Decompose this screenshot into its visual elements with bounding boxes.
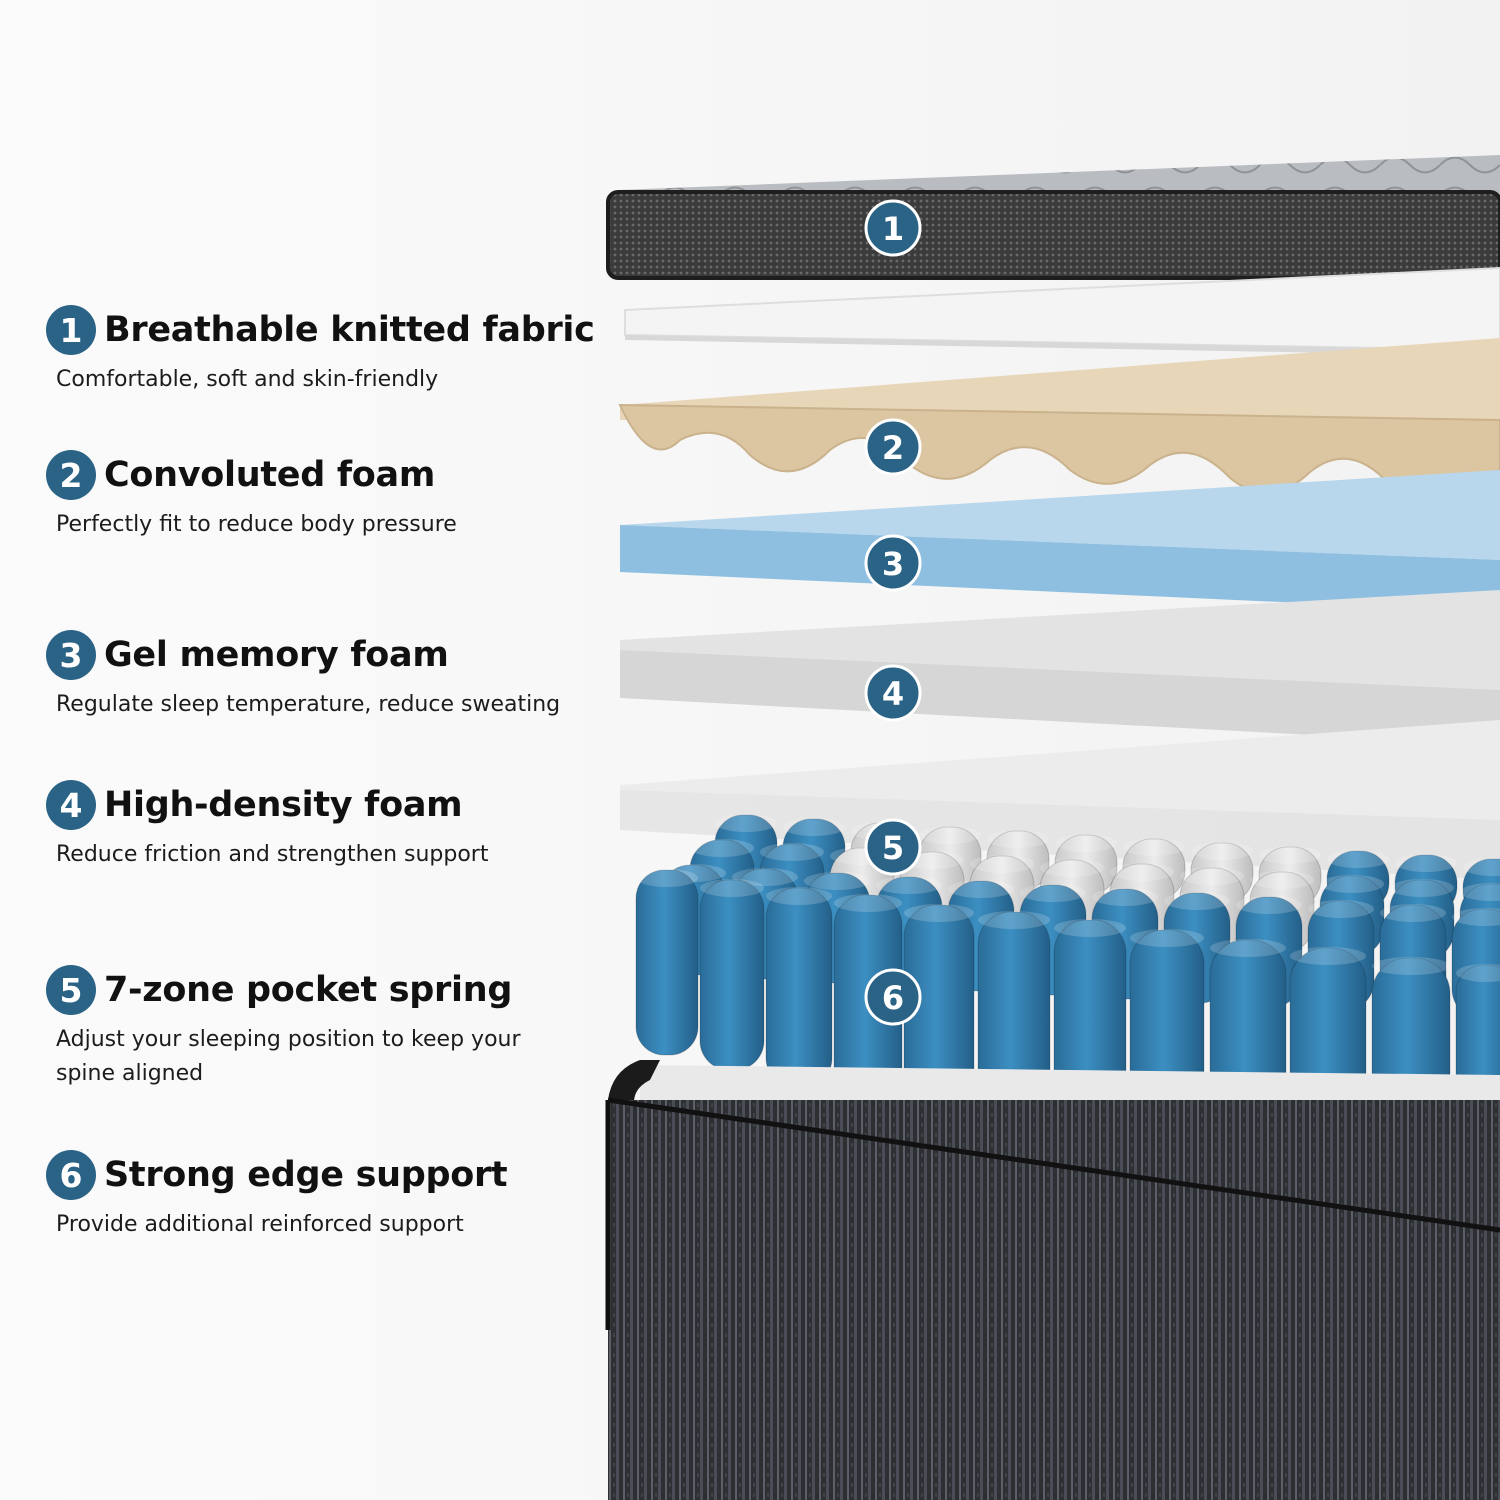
- layer-marker-2: 2: [864, 418, 922, 476]
- layer-marker-5: 5: [864, 818, 922, 876]
- layer-marker-3: 3: [864, 534, 922, 592]
- layer-marker-4: 4: [864, 664, 922, 722]
- number-badge: 1: [46, 305, 96, 355]
- layer-marker-1: 1: [864, 199, 922, 257]
- layer-white-sheet: [624, 266, 1500, 356]
- feature-title: Breathable knitted fabric: [104, 310, 595, 350]
- feature-gel-memory-foam: 3 Gel memory foam Regulate sleep tempera…: [46, 630, 606, 722]
- feature-title: High-density foam: [104, 785, 463, 825]
- number-badge: 6: [46, 1150, 96, 1200]
- feature-description: Reduce friction and strengthen support: [56, 842, 489, 867]
- svg-text:5: 5: [882, 829, 904, 867]
- number-badge: 5: [46, 965, 96, 1015]
- layer-marker-6: 6: [864, 968, 922, 1026]
- svg-text:6: 6: [882, 979, 904, 1017]
- feature-convoluted-foam: 2 Convoluted foam Perfectly fit to reduc…: [46, 450, 606, 542]
- number-badge: 3: [46, 630, 96, 680]
- pocket-spring-coil: [699, 879, 765, 1071]
- feature-high-density-foam: 4 High-density foam Reduce friction and …: [46, 780, 606, 872]
- feature-title: Gel memory foam: [104, 635, 449, 675]
- feature-description: Adjust your sleeping position to keep yo…: [56, 1027, 521, 1086]
- svg-text:4: 4: [882, 675, 904, 713]
- svg-text:1: 1: [882, 210, 904, 248]
- feature-description: Regulate sleep temperature, reduce sweat…: [56, 692, 561, 717]
- pocket-spring-coil: [635, 869, 699, 1056]
- feature-pocket-spring: 5 7-zone pocket spring Adjust your sleep…: [46, 965, 606, 1091]
- feature-title: Strong edge support: [104, 1155, 508, 1195]
- feature-title: Convoluted foam: [104, 455, 435, 495]
- svg-text:3: 3: [882, 545, 904, 583]
- number-badge: 2: [46, 450, 96, 500]
- feature-title: 7-zone pocket spring: [104, 970, 513, 1010]
- feature-breathable-fabric: 1 Breathable knitted fabric Comfortable,…: [46, 305, 606, 397]
- layer-convoluted-foam: [618, 338, 1500, 500]
- layer-gel-memory-foam: [620, 470, 1500, 612]
- layer-base-edge: [605, 1060, 1500, 1500]
- pocket-spring-coil: [765, 887, 833, 1089]
- feature-edge-support: 6 Strong edge support Provide additional…: [46, 1150, 606, 1242]
- layer-fabric-cover: [606, 155, 1500, 280]
- feature-description: Provide additional reinforced support: [56, 1212, 464, 1237]
- number-badge: 4: [46, 780, 96, 830]
- svg-text:2: 2: [882, 429, 904, 467]
- feature-description: Perfectly fit to reduce body pressure: [56, 512, 457, 537]
- feature-description: Comfortable, soft and skin-friendly: [56, 367, 439, 392]
